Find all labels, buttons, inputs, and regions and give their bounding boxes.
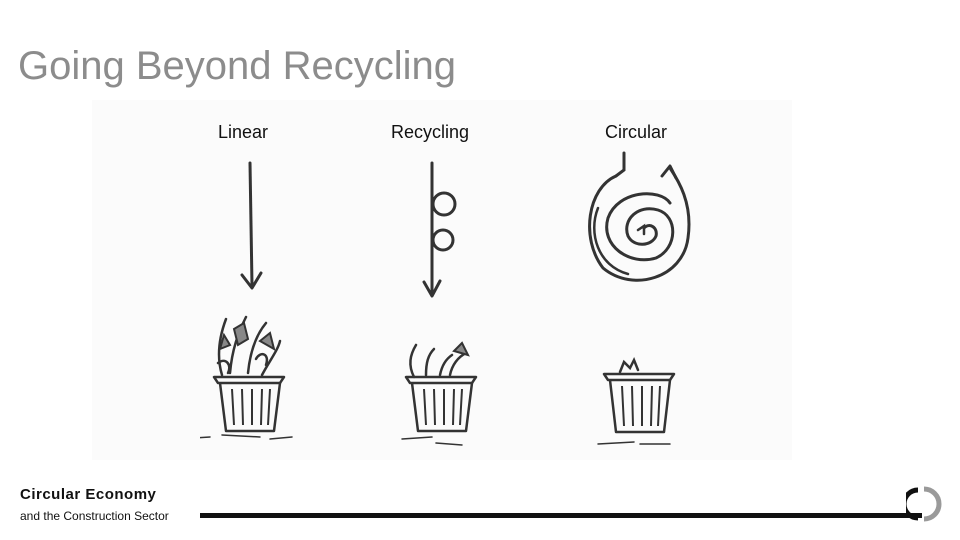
column-label-recycling: Recycling <box>391 122 470 142</box>
footer-title: Circular Economy <box>20 486 157 503</box>
down-arrow-icon <box>240 161 263 290</box>
trash-bin-icon <box>200 315 293 440</box>
trash-bin-icon <box>401 341 478 446</box>
footer-divider <box>200 513 922 518</box>
looped-arrow-icon <box>422 161 457 298</box>
column-label-linear: Linear <box>218 122 269 142</box>
trash-bin-icon <box>597 356 676 445</box>
column-label-circular: Circular <box>605 122 668 142</box>
slide-title: Going Beyond Recycling <box>18 44 457 88</box>
footer-subtitle: and the Construction Sector <box>20 509 169 523</box>
spiral-arrow-icon <box>588 151 691 282</box>
sketch-background <box>92 100 792 460</box>
circular-logo-icon <box>906 486 942 522</box>
